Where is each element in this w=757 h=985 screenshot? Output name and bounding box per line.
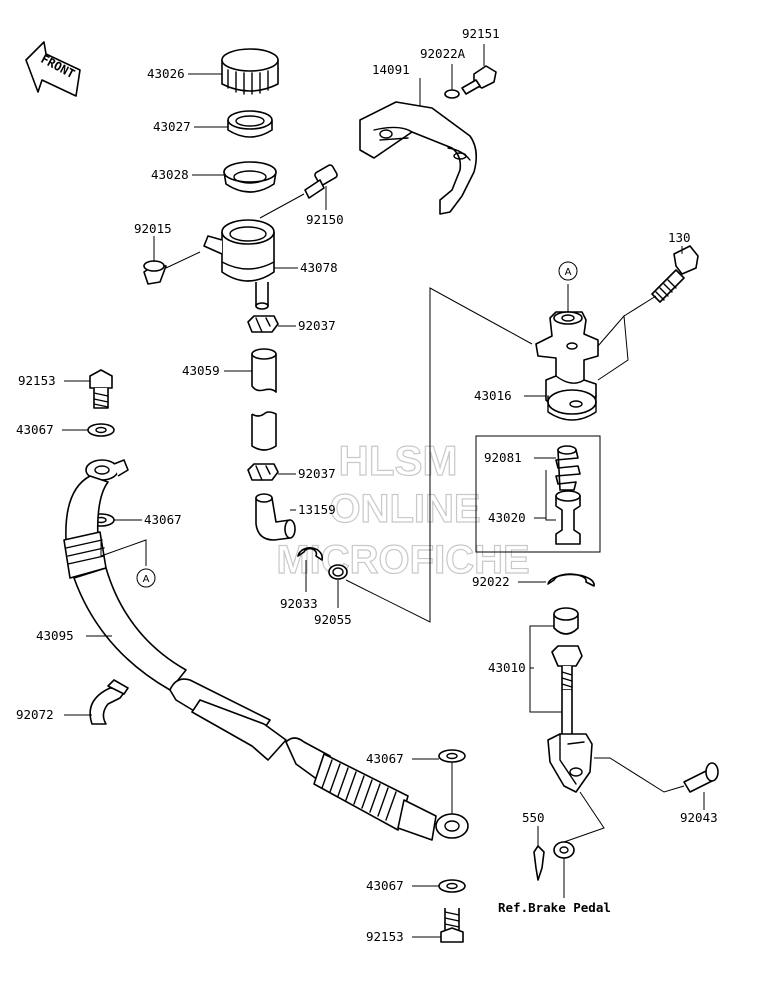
- washer-icon: [87, 423, 115, 437]
- washer-icon: [438, 879, 466, 893]
- bolt-icon: [651, 245, 699, 303]
- clevis-icon: [547, 733, 593, 793]
- hose-clamp-icon: [247, 315, 279, 333]
- o-ring-icon: [328, 564, 348, 580]
- label-92081: 92081: [484, 450, 522, 465]
- brake-hose-icon: [63, 475, 437, 841]
- label-14091: 14091: [372, 62, 410, 77]
- label-550: 550: [522, 810, 545, 825]
- banjo-bolt-icon: [440, 908, 464, 943]
- washer-icon: [444, 89, 460, 99]
- label-43027: 43027: [153, 119, 191, 134]
- label-43016: 43016: [474, 388, 512, 403]
- label-13159: 13159: [298, 502, 336, 517]
- screw-icon: [259, 164, 338, 219]
- ref-marker-upper: A: [558, 261, 578, 281]
- banjo-bolt-icon: [89, 369, 113, 409]
- svg-text:A: A: [565, 267, 572, 278]
- diaphragm-plate-icon: [227, 110, 273, 138]
- label-43067-a: 43067: [16, 422, 54, 437]
- label-92072: 92072: [16, 707, 54, 722]
- spring-icon: [555, 445, 581, 491]
- label-92022: 92022: [472, 574, 510, 589]
- grommet-icon: [143, 251, 201, 285]
- piston-icon: [555, 490, 581, 545]
- label-92055: 92055: [314, 612, 352, 627]
- push-rod-icon: [551, 607, 583, 737]
- label-43028: 43028: [151, 167, 189, 182]
- master-cylinder-icon: [535, 311, 599, 421]
- label-43067-d: 43067: [366, 878, 404, 893]
- pin-icon: [683, 762, 719, 793]
- label-43067-b: 43067: [144, 512, 182, 527]
- master-cylinder-guard-icon: [359, 101, 478, 215]
- diaphragm-icon: [223, 161, 277, 193]
- watermark-line-3: MICROFICHE: [276, 538, 529, 582]
- cotter-pin-icon: [533, 845, 545, 881]
- circlip-icon: [297, 547, 324, 561]
- washer-icon: [553, 841, 575, 859]
- part-labels: 43026 43027 43028 92015 92150 43078 9203…: [16, 26, 718, 944]
- hose-clamp-icon: [247, 463, 279, 481]
- leader-lines: [62, 44, 705, 938]
- watermark-line-2: ONLINE: [329, 487, 480, 531]
- banjo-union-icon: [435, 813, 469, 839]
- label-92150: 92150: [306, 212, 344, 227]
- label-92022A: 92022A: [420, 46, 466, 61]
- svg-text:A: A: [143, 574, 150, 585]
- washer-icon: [438, 749, 466, 763]
- label-92153-lower: 92153: [366, 929, 404, 944]
- reservoir-cap-icon: [221, 48, 279, 95]
- label-43078: 43078: [300, 260, 338, 275]
- label-43026: 43026: [147, 66, 185, 81]
- front-arrow-icon: FRONT: [25, 41, 81, 97]
- circlip-icon: [547, 573, 595, 587]
- label-43059: 43059: [182, 363, 220, 378]
- ref-marker-lower: A: [136, 568, 156, 588]
- label-43010: 43010: [488, 660, 526, 675]
- label-ref-brake-pedal: Ref.Brake Pedal: [498, 900, 611, 915]
- label-92037-upper: 92037: [298, 318, 336, 333]
- watermark-line-1: HLSM: [339, 437, 458, 484]
- label-92151: 92151: [462, 26, 500, 41]
- elbow-joint-icon: [255, 493, 296, 541]
- label-92037-lower: 92037: [298, 466, 336, 481]
- label-92153-upper: 92153: [18, 373, 56, 388]
- label-43095: 43095: [36, 628, 74, 643]
- label-130: 130: [668, 230, 691, 245]
- watermark: HLSM ONLINE MICROFICHE: [276, 436, 531, 582]
- label-92015: 92015: [134, 221, 172, 236]
- label-92033: 92033: [280, 596, 318, 611]
- label-43020: 43020: [488, 510, 526, 525]
- reservoir-hose-icon: [251, 348, 277, 451]
- bolt-icon: [461, 65, 497, 95]
- label-92043: 92043: [680, 810, 718, 825]
- reservoir-icon: [203, 219, 275, 310]
- label-43067-c: 43067: [366, 751, 404, 766]
- hose-clamp-icon: [89, 679, 129, 725]
